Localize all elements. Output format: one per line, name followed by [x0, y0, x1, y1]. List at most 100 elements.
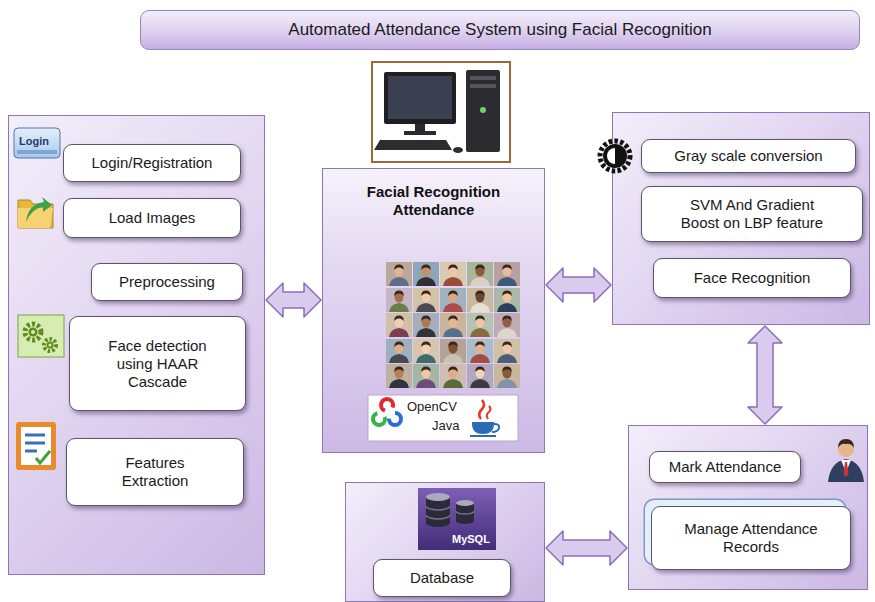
- opencv-java-logo: [470, 435, 496, 437]
- double-block-arrow: [546, 268, 611, 302]
- box-label: Load Images: [109, 209, 196, 227]
- box-label: Features Extraction: [100, 454, 210, 490]
- mysql-icon: [456, 500, 474, 506]
- box-label: Database: [410, 569, 474, 587]
- process-box: Manage Attendance Records: [651, 506, 851, 570]
- checklist-icon: [16, 422, 56, 470]
- face-photo-grid: [467, 288, 493, 312]
- double-block-arrow: [748, 326, 782, 424]
- process-box: Load Images: [63, 198, 241, 238]
- computer-picture: [453, 147, 463, 153]
- gear-icon: [18, 315, 64, 357]
- mysql-icon: [426, 493, 450, 501]
- face-photo-grid: [413, 339, 439, 363]
- computer-picture: [372, 62, 510, 162]
- person-icon: [828, 439, 864, 482]
- face-photo-grid: [470, 342, 490, 364]
- icon-label: OpenCV: [407, 400, 457, 414]
- box-label: SVM And Gradient Boost on LBP feature: [672, 196, 832, 232]
- face-photo-grid: [494, 364, 520, 388]
- person-icon: [828, 459, 864, 482]
- module-panel: Gray scale conversionSVM And Gradient Bo…: [612, 112, 870, 325]
- double-block-arrow: [266, 283, 321, 317]
- face-photo-grid: [494, 262, 520, 286]
- face-photo-grid: [497, 316, 517, 338]
- computer-picture: [374, 140, 452, 150]
- process-box: Face Recognition: [653, 258, 851, 298]
- person-icon: [844, 462, 849, 477]
- checklist-icon: [16, 422, 56, 470]
- face-photo-grid: [494, 339, 520, 363]
- face-photo-grid: [386, 262, 412, 286]
- box-label: Face detection using HAAR Cascade: [98, 337, 218, 391]
- computer-picture: [466, 70, 500, 152]
- face-photo-grid: [494, 313, 520, 337]
- opencv-java-logo: [487, 406, 491, 419]
- face-photo-grid: [443, 265, 463, 287]
- contrast-icon: [607, 148, 615, 164]
- box-label: Mark Attendance: [669, 458, 782, 476]
- box-label: Login/Registration: [92, 154, 213, 172]
- face-photo-grid: [440, 364, 466, 388]
- contrast-icon: [603, 144, 627, 168]
- face-photo-grid: [386, 339, 412, 363]
- icon-label: Java: [432, 419, 459, 433]
- load-folder-icon: [18, 208, 53, 228]
- face-photo-grid: [416, 291, 436, 313]
- checklist-icon: [25, 435, 45, 451]
- mysql-icon: [418, 488, 496, 550]
- opencv-java-logo: [379, 397, 394, 412]
- face-photo-grid: [470, 265, 490, 287]
- checklist-icon: [21, 427, 51, 465]
- computer-picture: [404, 131, 436, 135]
- process-box: Login/Registration: [63, 144, 241, 182]
- computer-picture: [415, 124, 425, 132]
- process-box: Features Extraction: [66, 438, 244, 506]
- opencv-java-logo: [371, 411, 386, 426]
- mysql-icon: [456, 511, 474, 514]
- load-folder-icon: [18, 197, 53, 228]
- computer-picture: [384, 72, 456, 124]
- face-photo-grid: [497, 342, 517, 364]
- face-photo-grid: [386, 262, 520, 388]
- box-label: Gray scale conversion: [674, 147, 822, 165]
- face-photo-grid: [467, 339, 493, 363]
- icon-label: Login: [19, 135, 49, 147]
- process-box: Database: [373, 559, 511, 597]
- face-photo-grid: [470, 316, 490, 338]
- process-box: Mark Attendance: [649, 451, 801, 483]
- gear-icon: [18, 315, 64, 357]
- face-photo-grid: [440, 313, 466, 337]
- box-label: Manage Attendance Records: [681, 520, 821, 556]
- module-panel: Mark AttendanceManage Attendance Records: [628, 425, 868, 590]
- face-photo-grid: [494, 288, 520, 312]
- load-folder-icon: [18, 200, 53, 228]
- computer-picture: [372, 62, 510, 162]
- double-block-arrow: [546, 531, 627, 565]
- face-photo-grid: [416, 316, 436, 338]
- process-box: Gray scale conversion: [641, 139, 856, 173]
- face-photo-grid: [386, 313, 412, 337]
- panel-heading: Facial Recognition Attendance: [344, 183, 524, 219]
- face-photo-grid: [443, 316, 463, 338]
- face-photo-grid: [470, 291, 490, 313]
- gear-icon: [49, 344, 52, 347]
- face-photo-grid: [389, 291, 409, 313]
- mysql-icon: [426, 497, 450, 527]
- computer-picture: [480, 107, 486, 113]
- face-photo-grid: [440, 339, 466, 363]
- face-photo-grid: [440, 262, 466, 286]
- login-icon: [14, 128, 60, 158]
- checklist-icon: [36, 451, 50, 463]
- face-photo-grid: [389, 342, 409, 364]
- opencv-java-logo: [479, 400, 484, 419]
- gear-icon: [47, 342, 54, 349]
- gear-icon: [29, 328, 38, 337]
- box-label: Preprocessing: [119, 273, 215, 291]
- load-folder-icon: [26, 197, 52, 222]
- title-banner: Automated Attendance System using Facial…: [140, 10, 860, 50]
- face-photo-grid: [416, 265, 436, 287]
- icon-label: MySQL: [452, 533, 490, 545]
- face-photo-grid: [389, 316, 409, 338]
- person-icon: [841, 460, 851, 472]
